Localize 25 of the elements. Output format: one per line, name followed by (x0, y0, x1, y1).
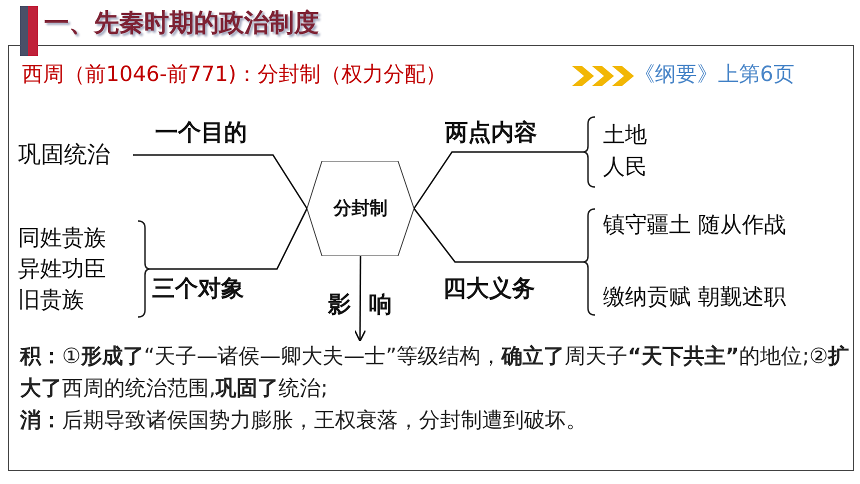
paragraph: 消：后期导致诸侯国势力膨胀，王权衰落，分封制遭到破坏。 (20, 407, 588, 434)
connector-line (413, 151, 583, 209)
arrow (354, 256, 366, 342)
hexagon (307, 161, 414, 256)
edge-label: 一个目的 (155, 119, 247, 148)
title: 一、先秦时期的政治制度 (44, 7, 319, 39)
item-text: 同姓贵族 (18, 224, 107, 252)
connector-line (133, 154, 308, 209)
edge-label: 四大义务 (443, 275, 535, 304)
item-text: 镇守疆土 随从作战 (603, 212, 787, 240)
node-label: 分封制 (334, 196, 388, 220)
item-text: 土地 (603, 122, 648, 150)
item-text: 旧贵族 (18, 286, 85, 314)
header-text: 西周（前1046-前771)：分封制（权力分配） (22, 61, 446, 88)
item-text: 巩固统治 (18, 141, 111, 170)
edge-label: 两点内容 (445, 119, 537, 148)
page-reference: 《纲要》上第6页 (634, 61, 794, 88)
connector-line (150, 208, 308, 270)
edge-label: 影响 (328, 291, 410, 320)
edge-label: 三个对象 (152, 275, 244, 304)
item-text: 人民 (603, 154, 648, 182)
item-text: 缴纳贡赋 朝觐述职 (603, 284, 787, 312)
item-text: 异姓功臣 (18, 256, 107, 284)
connector-line (413, 208, 583, 263)
paragraph: 积：①形成了“天子—诸侯—卿大夫—士”等级结构，确立了周天子“天下共主”的地位;②扩大了西周的统治范围,巩固了统治; (20, 343, 850, 402)
